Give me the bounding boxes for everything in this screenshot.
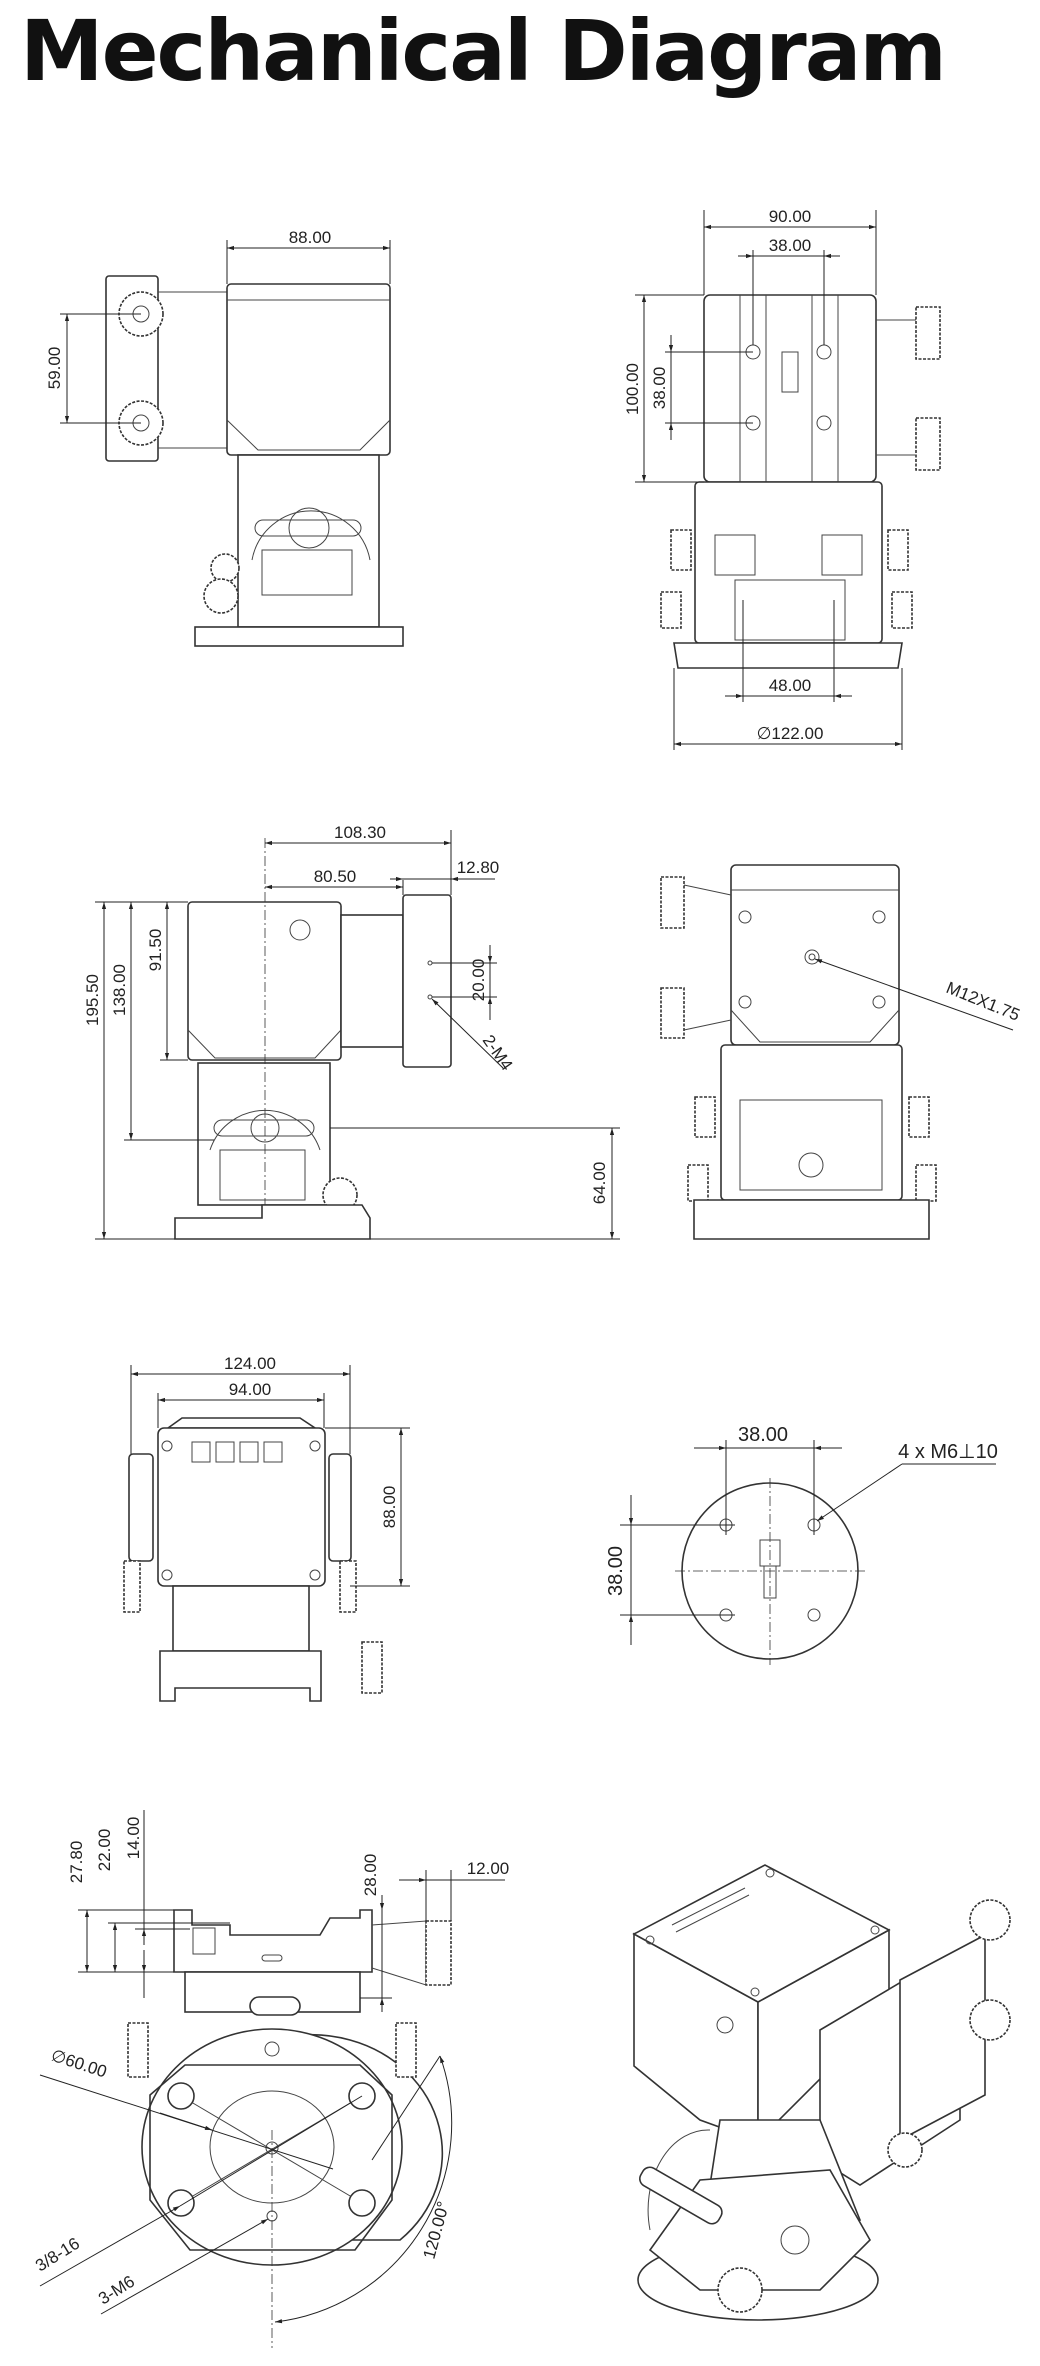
dim-total-height: 195.50 xyxy=(83,974,102,1026)
label-thread-large: 3/8-16 xyxy=(32,2234,83,2276)
label-holes: 4 x M6⊥10 xyxy=(898,1441,998,1463)
dim-circle: ∅60.00 xyxy=(49,2046,109,2082)
dim-height: 100.00 xyxy=(623,363,642,415)
dim-hole-spacing-v: 38.00 xyxy=(605,1546,627,1596)
label-plate-holes: 2-M4 xyxy=(479,1031,517,1074)
dim-base-to-axis: 64.00 xyxy=(590,1162,609,1205)
label-thread: M12X1.75 xyxy=(944,978,1023,1025)
dim-e: 12.00 xyxy=(467,1859,510,1878)
dim-plate-thickness: 12.80 xyxy=(457,858,500,877)
dim-hole-spacing-h: 38.00 xyxy=(769,236,812,255)
dim-hole-spacing-h: 38.00 xyxy=(738,1424,788,1446)
dim-overall-width: 124.00 xyxy=(224,1354,276,1373)
dim-width: 90.00 xyxy=(769,207,812,226)
dim-a: 27.80 xyxy=(67,1841,86,1884)
view-side-top: 88.00 59.00 xyxy=(45,228,404,647)
dim-base-diameter: ∅122.00 xyxy=(757,724,824,743)
dim-axis-height: 138.00 xyxy=(110,964,129,1016)
dim-d: 28.00 xyxy=(361,1854,380,1897)
dim-hole-spacing-v: 38.00 xyxy=(650,367,669,410)
dim-depth: 108.30 xyxy=(334,823,386,842)
view-bottom: 27.80 22.00 14.00 28.00 12.00 ∅60.00 3/8… xyxy=(32,1810,509,2348)
view-side-profile: 108.30 80.50 12.80 195.50 138.00 91.50 2… xyxy=(83,823,620,1240)
dim-body-width: 94.00 xyxy=(229,1380,272,1399)
dim-knob-spacing: 59.00 xyxy=(45,347,64,390)
dim-b: 22.00 xyxy=(95,1829,114,1872)
port-icons xyxy=(191,1441,283,1463)
view-back: M12X1.75 xyxy=(660,864,1023,1240)
dim-center-to-plate: 80.50 xyxy=(314,867,357,886)
label-thread-small: 3-M6 xyxy=(95,2272,138,2309)
page-title: Mechanical Diagram xyxy=(20,2,947,100)
dim-c: 14.00 xyxy=(124,1817,143,1860)
dim-body-height: 88.00 xyxy=(380,1486,399,1529)
view-mount-plate: 38.00 38.00 4 x M6⊥10 xyxy=(605,1424,998,1665)
dim-hole-pitch: 20.00 xyxy=(469,959,488,1002)
view-front-top: 90.00 38.00 100.00 38.00 48.00 ∅122.00 xyxy=(623,207,941,750)
dim-width: 88.00 xyxy=(289,228,332,247)
view-isometric xyxy=(632,1864,1011,2321)
dim-base-spacing: 48.00 xyxy=(769,676,812,695)
view-rear-ports: 124.00 94.00 88.00 xyxy=(123,1354,410,1702)
dim-body-height: 91.50 xyxy=(146,929,165,972)
